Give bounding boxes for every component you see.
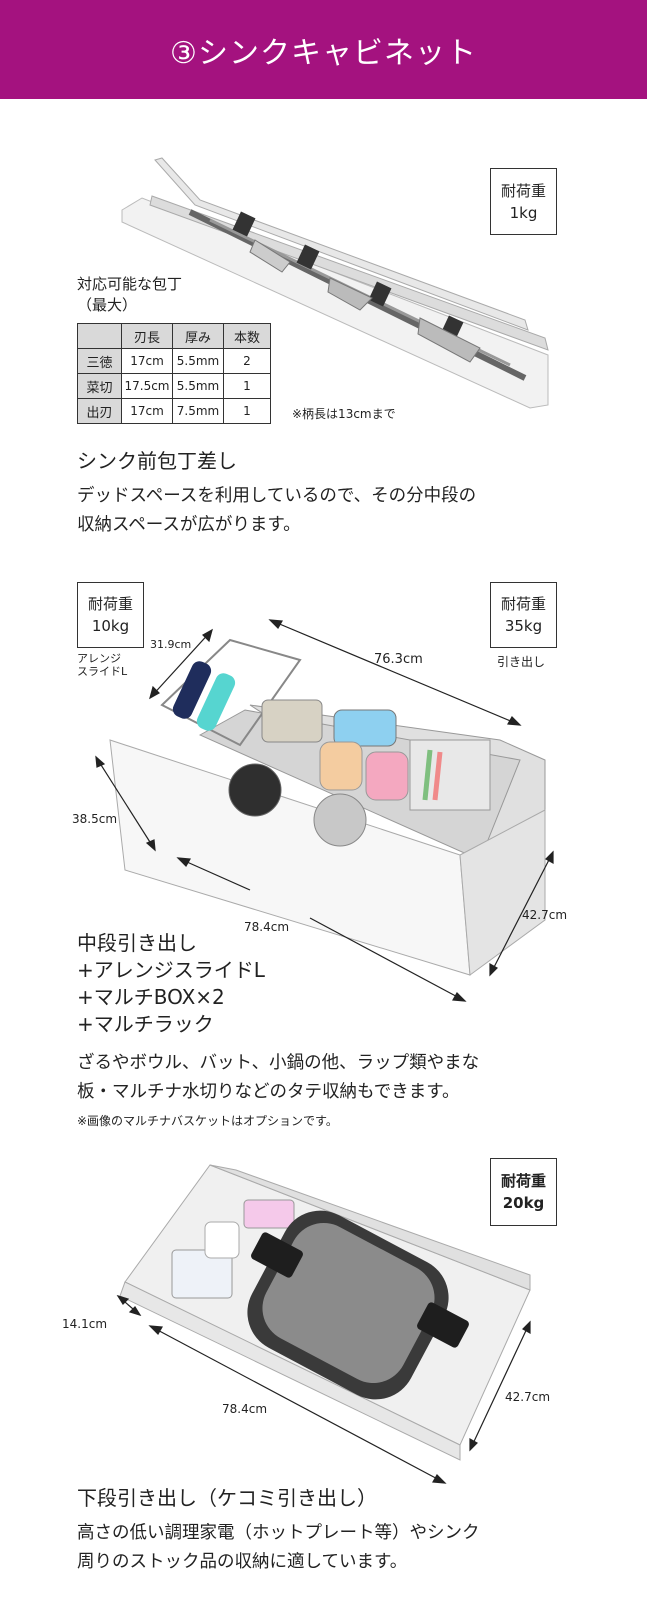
dim-width-bottom: 78.4cm xyxy=(222,1402,268,1416)
table-row: 菜切 17.5cm 5.5mm 1 xyxy=(77,373,271,399)
dim-width-bottom: 78.4cm xyxy=(244,920,290,934)
load-rating-drawer: 耐荷重 35kg xyxy=(490,582,557,648)
bottom-drawer-description: 高さの低い調理家電（ホットプレート等）やシンク 周りのストック品の収納に適してい… xyxy=(77,1519,480,1577)
load-note-arrange-slide: アレンジ スライドL xyxy=(77,652,127,678)
load-value: 20kg xyxy=(502,1194,545,1212)
title-line: +マルチBOX×2 xyxy=(77,985,225,1009)
table-cell: 7.5mm xyxy=(172,398,224,424)
dim-depth-right: 42.7cm xyxy=(505,1390,551,1404)
knife-rack-image xyxy=(121,157,549,409)
sub-line: スライドL xyxy=(77,665,128,678)
middle-drawer-image xyxy=(109,638,546,976)
table-header-row: 刃長 厚み 本数 xyxy=(77,323,271,349)
desc-line: ざるやボウル、バット、小鍋の他、ラップ類やまな xyxy=(77,1053,480,1073)
table-row: 出刃 17cm 7.5mm 1 xyxy=(77,398,271,424)
section-header: ③シンクキャビネット xyxy=(0,0,647,99)
load-rating-bottom-drawer: 耐荷重 20kg xyxy=(490,1158,557,1226)
dimension-lines xyxy=(95,619,554,1002)
table-corner xyxy=(77,323,122,349)
table-cell: 17cm xyxy=(121,348,173,374)
table-cell: 1 xyxy=(223,398,271,424)
bottom-drawer-image xyxy=(119,1164,531,1461)
table-cell: 17.5cm xyxy=(121,373,173,399)
row-label: 菜切 xyxy=(77,373,122,399)
row-label: 三徳 xyxy=(77,348,122,374)
header-title: ③シンクキャビネット xyxy=(170,35,477,71)
table-cell: 2 xyxy=(223,348,271,374)
load-label: 耐荷重 xyxy=(500,1172,546,1190)
table-caption-line-1: 対応可能な包丁 xyxy=(77,275,183,293)
load-value: 10kg xyxy=(91,617,130,635)
knife-rack-description: デッドスペースを利用しているので、その分中段の 収納スペースが広がります。 xyxy=(77,482,476,540)
dim-width-rack: 31.9cm xyxy=(150,638,192,651)
dimension-lines-bottom xyxy=(116,1294,531,1484)
table-note: ※柄長は13cmまで xyxy=(292,407,396,421)
desc-line: デッドスペースを利用しているので、その分中段の xyxy=(77,486,477,506)
table-row: 三徳 17cm 5.5mm 2 xyxy=(77,348,271,374)
title-line: +アレンジスライドL xyxy=(77,958,265,982)
dim-height-right: 42.7cm xyxy=(522,908,568,922)
bottom-drawer-title: 下段引き出し（ケコミ引き出し） xyxy=(77,1486,377,1510)
dim-width-top: 76.3cm xyxy=(374,652,423,667)
table-cell: 5.5mm xyxy=(172,348,224,374)
title-line: +マルチラック xyxy=(77,1012,214,1036)
table-caption: 対応可能な包丁 （最大） xyxy=(77,274,182,316)
load-rating-arrange-slide: 耐荷重 10kg xyxy=(77,582,144,648)
table-cell: 5.5mm xyxy=(172,373,224,399)
load-rating-knife-rack: 耐荷重 1kg xyxy=(490,168,557,235)
desc-line: 高さの低い調理家電（ホットプレート等）やシンク xyxy=(77,1523,480,1543)
desc-line: 収納スペースが広がります。 xyxy=(77,515,301,535)
load-value: 1kg xyxy=(509,203,538,222)
load-value: 35kg xyxy=(504,617,543,635)
knife-rack-title: シンク前包丁差し xyxy=(77,449,237,473)
table-caption-line-2: （最大） xyxy=(77,296,138,314)
load-label: 耐荷重 xyxy=(87,595,133,613)
sub-line: アレンジ xyxy=(77,652,121,665)
dim-height-left: 14.1cm xyxy=(62,1317,108,1331)
middle-drawer-title: 中段引き出し +アレンジスライドL +マルチBOX×2 +マルチラック xyxy=(77,930,265,1038)
load-label: 耐荷重 xyxy=(500,595,546,613)
table-cell: 1 xyxy=(223,373,271,399)
col-blade-length: 刃長 xyxy=(121,323,173,349)
middle-drawer-note: ※画像のマルチナバスケットはオプションです。 xyxy=(77,1114,338,1128)
col-count: 本数 xyxy=(223,323,271,349)
table-cell: 17cm xyxy=(121,398,173,424)
row-label: 出刃 xyxy=(77,398,122,424)
load-label: 耐荷重 xyxy=(500,181,546,200)
desc-line: 板・マルチナ水切りなどのタテ収納もできます。 xyxy=(77,1082,460,1102)
knife-spec-table: 刃長 厚み 本数 三徳 17cm 5.5mm 2 菜切 17.5cm 5.5mm… xyxy=(77,323,271,424)
middle-drawer-description: ざるやボウル、バット、小鍋の他、ラップ類やまな 板・マルチナ水切りなどのタテ収納… xyxy=(77,1049,479,1107)
desc-line: 周りのストック品の収納に適しています。 xyxy=(77,1552,408,1572)
load-note-drawer: 引き出し xyxy=(497,655,546,669)
col-thickness: 厚み xyxy=(172,323,224,349)
title-line: 中段引き出し xyxy=(77,931,197,955)
dim-depth-left: 38.5cm xyxy=(72,812,118,826)
